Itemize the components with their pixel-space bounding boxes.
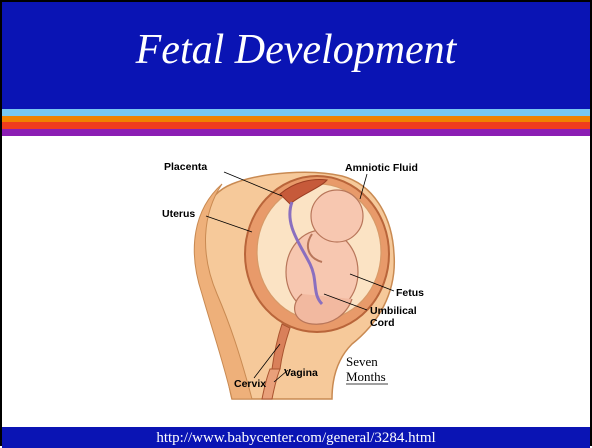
label-placenta: Placenta xyxy=(164,161,207,173)
caption-seven: Seven xyxy=(346,354,378,369)
label-uterus: Uterus xyxy=(162,208,195,220)
label-cervix: Cervix xyxy=(234,378,266,390)
stripe-purple xyxy=(2,129,590,136)
footer-url[interactable]: http://www.babycenter.com/general/3284.h… xyxy=(2,430,590,447)
title-bar: Fetal Development xyxy=(2,2,590,109)
fetal-development-illustration: Placenta Amniotic Fluid Uterus Fetus Umb… xyxy=(162,154,432,404)
label-vagina: Vagina xyxy=(284,367,318,379)
fetus-head xyxy=(311,190,363,242)
label-fetus: Fetus xyxy=(396,287,424,299)
label-cord: Cord xyxy=(370,317,395,329)
stripe-light-blue xyxy=(2,109,590,116)
label-amniotic-fluid: Amniotic Fluid xyxy=(345,162,418,174)
caption-months: Months xyxy=(346,369,386,384)
stripe-red xyxy=(2,122,590,129)
footer-bar: http://www.babycenter.com/general/3284.h… xyxy=(2,427,590,448)
slide-title: Fetal Development xyxy=(2,26,590,74)
label-umbilical: Umbilical xyxy=(370,305,417,317)
